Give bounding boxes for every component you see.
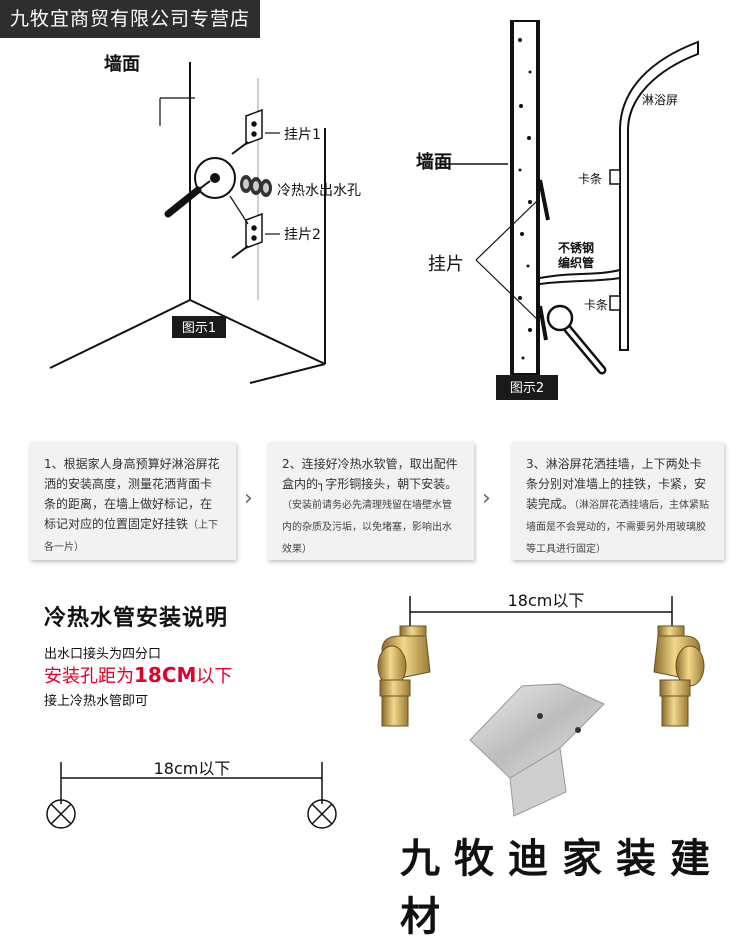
footer-brand-text: 九牧迪家装建材 [400,835,724,940]
store-name-banner: 九牧宜商贸有限公司专营店 [0,0,261,38]
step-1-text: 1、根据家人身高预算好淋浴屏花洒的安装高度，测量花洒背面卡条的距离，在墙上做好标… [44,457,220,531]
step-1-note: （上下各一片） [44,520,219,553]
step-1-card: 1、根据家人身高预算好淋浴屏花洒的安装高度，测量花洒背面卡条的距离，在墙上做好标… [30,442,236,560]
shower-screen-panel [619,40,699,351]
step-2-note: （安装前请务必先清理残留在墙壁水管内的杂质及污垢，以免堵塞，影响出水效果） [282,500,452,555]
drill-icon [164,180,211,218]
wall-label: 墙面 [104,53,140,75]
hose-label: 不锈钢编织管 [557,240,594,270]
figure-1-diagram: 墙面 挂片1 冷热水出水孔 挂片2 图示1 [49,53,361,384]
bracket-bottom-icon [231,212,263,259]
bracket-top-icon [231,108,263,155]
hose-label-line2: 编织管 [557,255,594,270]
bracket-1-label: 挂片1 [284,127,321,143]
step-3-text: 3、淋浴屏花洒挂墙，上下两处卡条分别对准墙上的挂铁，卡紧，安装完成。 [526,457,707,511]
outlet-right-icon [307,799,337,829]
step-3-card: 3、淋浴屏花洒挂墙，上下两处卡条分别对准墙上的挂铁，卡紧，安装完成。（淋浴屏花洒… [512,442,724,560]
hose-line-2-value: 18CM [134,663,197,687]
wrench-icon [546,304,607,375]
outlet-left-icon [46,799,76,829]
brass-elbow-left-icon [377,625,431,727]
wall-label-2: 墙面 [416,151,452,173]
outlet-spacing-diagram: 18cm以下 [46,759,337,829]
hose-section-title: 冷热水管安装说明 [44,606,229,631]
dimension-label-left: 18cm以下 [154,759,231,778]
step-2-card: 2、连接好冷热水软管，取出配件盒内的┐字形铜接头，朝下安装。 （安装前请务必先清理… [268,442,474,560]
clip-bottom-label: 卡条 [584,298,608,312]
clip-top-label: 卡条 [578,172,602,186]
step-arrow-2-icon: › [482,486,491,511]
hose-line-2: 安装孔距为18CM以下 [44,662,232,688]
figure-2-caption: 图示2 [510,381,544,396]
step-3-note: （淋浴屏花洒挂墙后，主体紧贴墙面是不会晃动的，不需要另外用玻璃胶等工具进行固定） [526,500,710,555]
fittings-icon [240,175,272,197]
outlet-hole-circle [194,157,236,199]
dimension-label-right: 18cm以下 [508,591,585,610]
hose-line-1: 出水口接头为四分口 [44,647,162,662]
fittings-photo: 18cm以下 [377,591,705,817]
wall-section [510,20,540,377]
step-arrow-1-icon: › [244,486,253,511]
hose-line-3: 接上冷热水管即可 [44,694,149,709]
step-2-text: 2、连接好冷热水软管，取出配件盒内的┐字形铜接头，朝下安装。 [282,457,458,491]
hose-label-line1: 不锈钢 [558,240,594,255]
mounting-bracket-plate-icon [469,683,605,817]
outlet-label: 冷热水出水孔 [277,183,361,199]
screen-label: 淋浴屏 [642,93,678,107]
hose-line-2-suffix: 以下 [196,666,233,687]
bracket-label: 挂片 [428,254,464,275]
brass-elbow-right-icon [653,625,705,727]
bracket-2-label: 挂片2 [284,227,321,243]
hose-line-2-prefix: 安装孔距为 [44,666,134,687]
figure-2-diagram: 图示2 墙面 挂片 淋浴屏 卡条 不锈钢编织管 卡条 [416,20,699,400]
wall-bracket-top [538,179,550,221]
wall-bracket-bottom [538,305,548,341]
figure-1-caption: 图示1 [182,321,216,336]
